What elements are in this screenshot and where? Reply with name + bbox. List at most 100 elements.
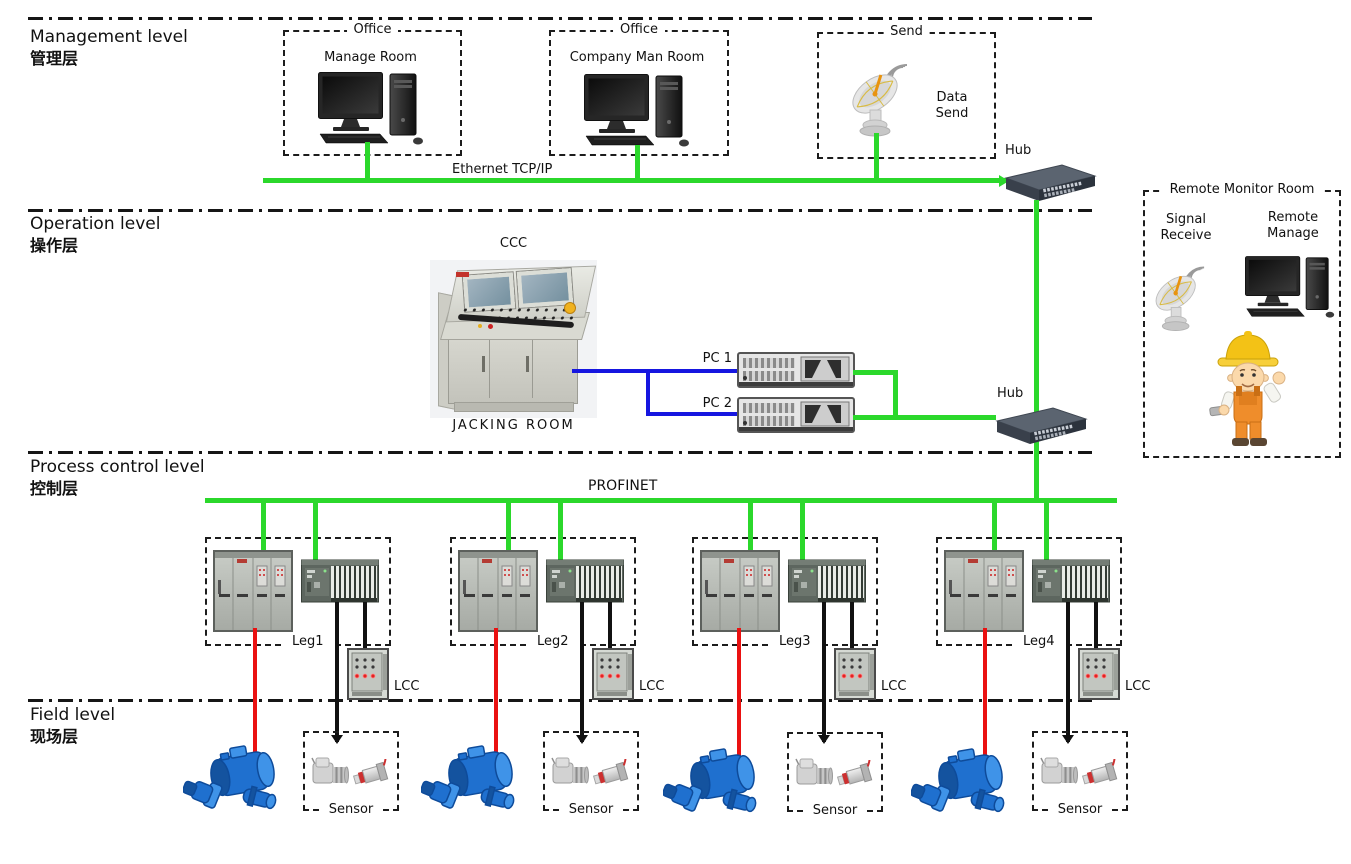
computer-icon [1245,256,1335,319]
encoder-sensor-icon [795,756,835,790]
drive-cabinet-icon [944,550,1024,632]
plc-lcc-line [1094,602,1098,650]
profinet-bus-label: PROFINET [588,478,658,494]
pc1-hub-link [853,370,898,375]
hub2-label: Hub [997,386,1024,401]
proximity-sensor-icon [593,759,631,787]
server-pc2-icon [737,397,855,433]
bus-drop-cabinet [261,500,266,554]
satellite-dish-icon [845,50,917,142]
jacking-room-label: JACKING ROOM [452,418,575,433]
remote-manage-label: Remote Manage [1267,210,1319,241]
signal-receive-label: Signal Receive [1160,212,1212,243]
plc-lcc-line [850,602,854,650]
ethernet-bus-label: Ethernet TCP/IP [452,162,553,177]
console-pc2-link [646,412,737,416]
data-send-label: Data Send [935,90,969,121]
plc-sensor-line [1066,602,1070,742]
bus-drop-plc [313,500,318,562]
plc-sensor-line [580,602,584,742]
cabinet-motor-line [737,628,741,770]
drive-cabinet-icon [700,550,780,632]
bus-drop-cabinet [506,500,511,554]
console-screen [516,268,574,308]
manage-room-label: Manage Room [324,50,417,65]
company-man-room-box: Office Company Man Room [549,22,729,156]
separator-process-field [28,699,1092,702]
manage-room-box: Office Manage Room [283,22,462,156]
pc2-hub-link [853,415,996,420]
pc1-label: PC 1 [702,351,732,366]
bus-drop-plc [1044,500,1049,562]
satellite-dish-icon [1149,254,1213,336]
encoder-sensor-icon [311,755,351,789]
profinet-bus-line [205,498,1117,503]
hub1-label: Hub [1005,143,1032,158]
plc-icon [546,558,624,604]
emergency-button [564,302,576,314]
plc-icon [1032,558,1110,604]
ethernet-bus-line [263,178,1008,183]
proximity-sensor-icon [1082,759,1120,787]
cabinet-motor-line [253,628,257,770]
sensor-arrow [818,735,830,744]
company-man-room-box-title: Office [613,22,665,38]
bus-drop-cabinet [748,500,753,554]
leg-group-3: Leg3 LCC [692,498,906,778]
leg1-label: Leg1 [285,634,331,650]
separator-operation-process [28,451,1092,454]
management-level-label-zh: 管理层 [30,49,79,68]
sensor4-label: Sensor [1050,802,1110,818]
lcc-panel-icon [834,648,876,700]
drop-manage-room [365,142,370,180]
motor-icon [663,747,767,819]
hub-icon [1002,160,1098,204]
drive-cabinet-icon [458,550,538,632]
cabinet-motor-line [494,628,498,770]
drop-company-room [635,145,640,180]
backbone-line [1034,200,1039,502]
plc-icon [788,558,866,604]
process-level-label: Process control level [30,457,205,477]
lcc4-label: LCC [1125,679,1151,694]
console-pc1-link [572,369,737,373]
encoder-sensor-icon [1040,755,1080,789]
proximity-sensor-icon [353,759,391,787]
manage-room-box-title: Office [346,22,399,38]
remote-monitor-room-title: Remote Monitor Room [1162,182,1322,198]
operation-level-label: Operation level [30,214,161,234]
proximity-sensor-icon [837,760,875,788]
bus-drop-plc [558,500,563,562]
send-box: Send Data Send [817,24,996,159]
server-pc1-icon [737,352,855,388]
motor-icon [183,744,287,816]
sensor-arrow [331,735,343,744]
control-console-image [430,260,597,418]
sensor-box-4: Sensor [1032,731,1128,818]
computer-icon [584,74,690,148]
lcc2-label: LCC [639,679,665,694]
cabinet-motor-line [983,628,987,770]
field-level-label-zh: 现场层 [30,727,79,746]
computer-icon [318,72,424,146]
encoder-sensor-icon [551,755,591,789]
plc-lcc-line [608,602,612,650]
leg3-label: Leg3 [772,634,818,650]
plc-lcc-line [363,602,367,650]
separator-management-operation [28,209,1092,212]
sensor2-label: Sensor [561,802,621,818]
hub-icon [993,403,1089,447]
bus-drop-cabinet [992,500,997,554]
management-level-label: Management level [30,27,188,47]
lcc-panel-icon [1078,648,1120,700]
plc-sensor-line [822,602,826,742]
console-pc-branch [646,369,650,416]
drive-cabinet-icon [213,550,293,632]
lcc-panel-icon [592,648,634,700]
leg-group-1: Leg1 LCC [205,498,419,778]
lcc-panel-icon [347,648,389,700]
drop-satellite [874,133,879,180]
company-man-room-label: Company Man Room [569,50,705,65]
leg-group-2: Leg2 LCC [450,498,664,778]
